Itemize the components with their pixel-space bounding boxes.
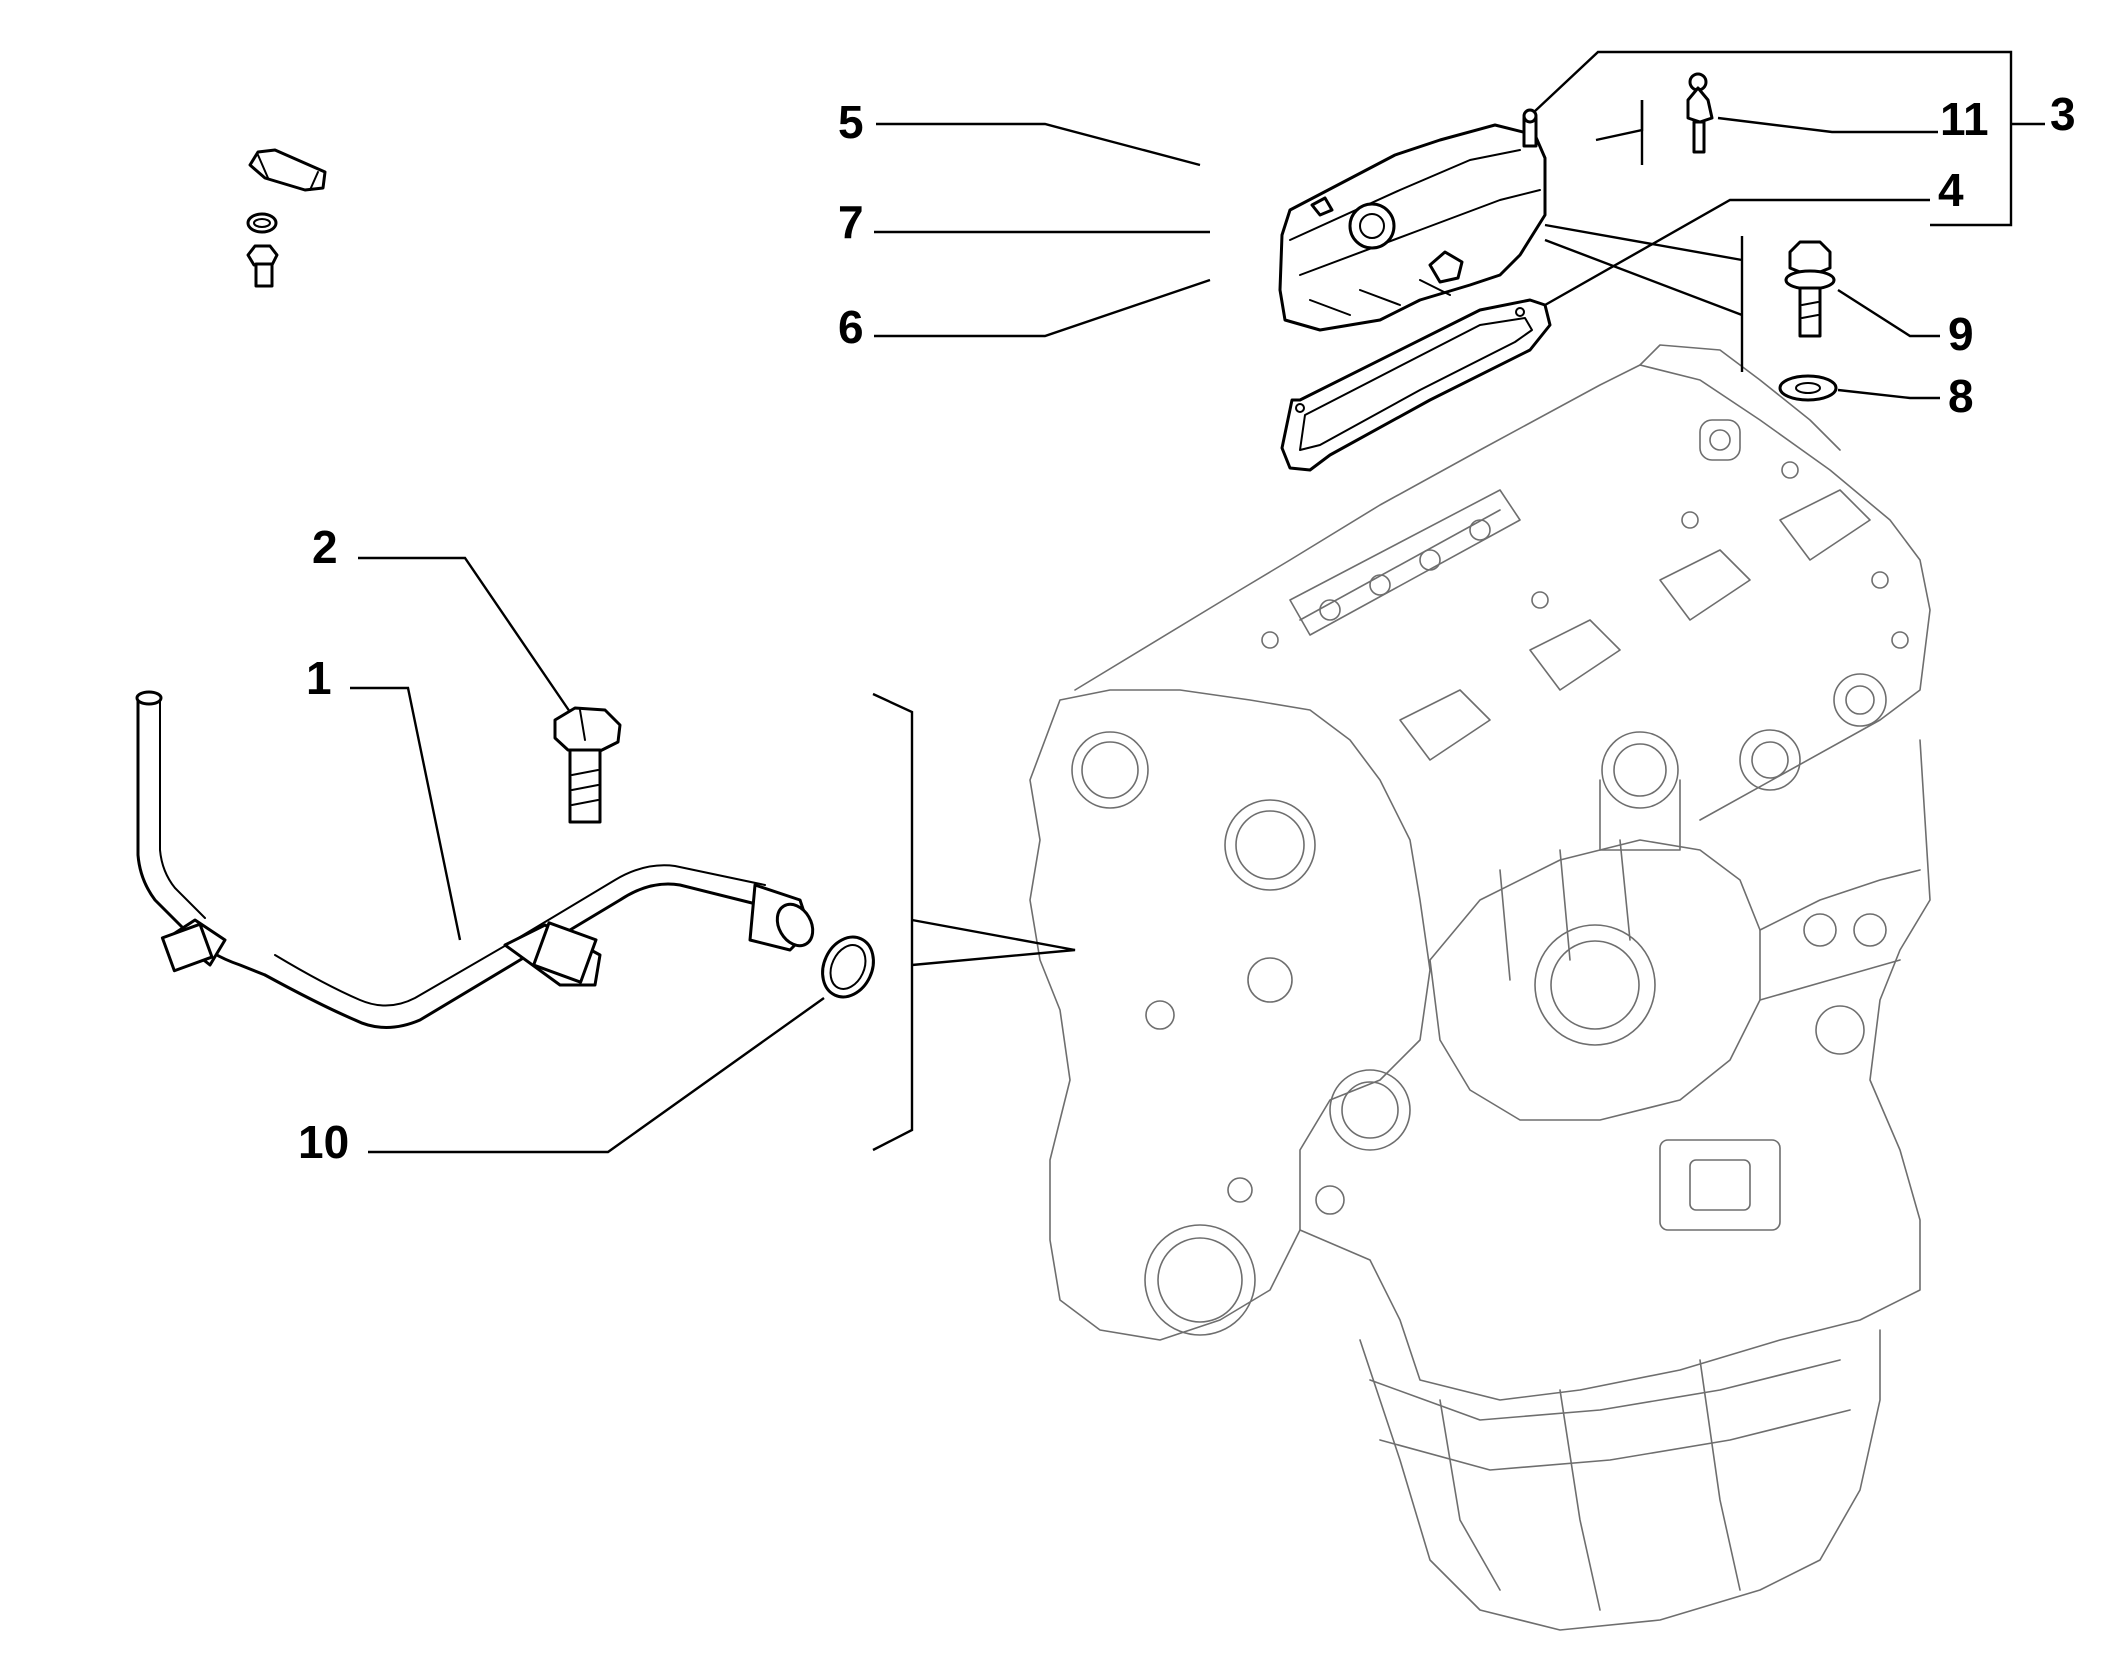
callout-labels: 5 7 6 2 1 10 3 11 4 9 8 xyxy=(298,88,2076,1168)
part-6-fitting xyxy=(246,244,279,288)
part-7-clamp xyxy=(246,212,278,234)
callout-7: 7 xyxy=(838,196,864,248)
part-10-o-ring xyxy=(821,935,875,999)
callout-9: 9 xyxy=(1948,308,1974,360)
callout-3: 3 xyxy=(2050,88,2076,140)
callout-4: 4 xyxy=(1938,164,1964,216)
leader-lines xyxy=(350,50,2045,1154)
part-11-pin xyxy=(1686,72,1714,154)
part-8-washer xyxy=(1778,374,1838,402)
callout-6: 6 xyxy=(838,301,864,353)
callout-8: 8 xyxy=(1948,370,1974,422)
part-2-bolt xyxy=(553,706,622,824)
callout-11: 11 xyxy=(1940,93,1989,145)
part-4-gasket xyxy=(1280,298,1552,472)
callout-1: 1 xyxy=(306,652,332,704)
engine-block-drawing xyxy=(1029,344,1931,1631)
part-9-flange-bolt xyxy=(1784,240,1836,338)
callout-10: 10 xyxy=(298,1116,349,1168)
part-3-cover xyxy=(1278,108,1547,332)
part-1-oil-pipe xyxy=(135,690,815,1029)
part-5-hose xyxy=(248,148,327,192)
callout-5: 5 xyxy=(838,96,864,148)
callout-2: 2 xyxy=(312,521,338,573)
